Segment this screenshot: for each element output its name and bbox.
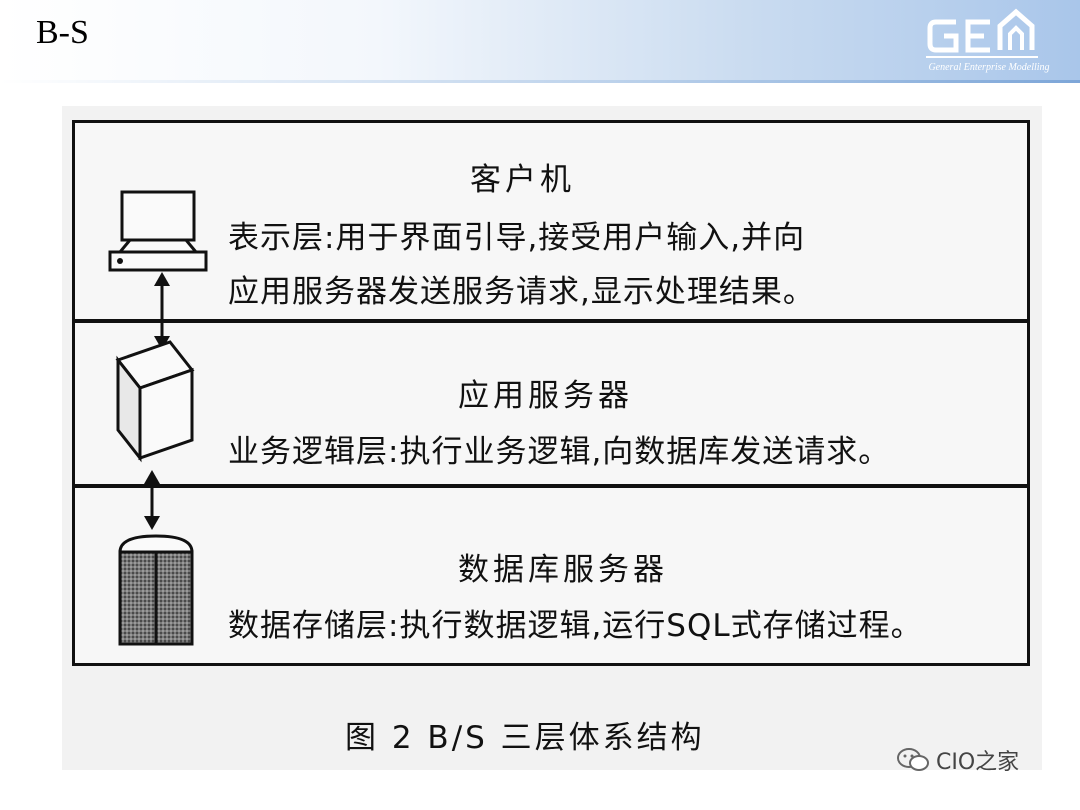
slide-header — [0, 0, 1080, 82]
watermark: CIO之家 — [896, 744, 1019, 776]
database-server-icon — [118, 534, 194, 646]
layer-icons — [108, 190, 208, 646]
arrow-client-app — [154, 272, 170, 350]
wechat-icon — [897, 748, 929, 771]
layer-divider-1 — [72, 319, 1030, 323]
gem-logo-icon — [926, 8, 1038, 58]
header-divider — [0, 80, 1080, 83]
client-layer-line-2: 应用服务器发送服务请求,显示处理结果。 — [228, 274, 815, 310]
architecture-frame — [72, 120, 1030, 666]
app-layer-title: 应用服务器 — [458, 378, 633, 414]
client-layer-line-1: 表示层:用于界面引导,接受用户输入,并向 — [228, 220, 806, 256]
db-layer-line-1: 数据存储层:执行数据逻辑,运行SQL式存储过程。 — [228, 608, 923, 644]
arrow-app-db — [144, 470, 160, 530]
client-layer-title: 客户机 — [470, 162, 575, 198]
slide-title: B-S — [36, 14, 89, 51]
db-layer-title: 数据库服务器 — [458, 552, 668, 588]
application-server-icon — [115, 340, 195, 463]
logo-caption: General Enterprise Modelling — [928, 62, 1050, 73]
client-computer-icon — [108, 190, 208, 272]
gem-logo: General Enterprise Modelling — [912, 8, 1066, 80]
watermark-text: CIO之家 — [936, 750, 1020, 775]
layer-divider-2 — [72, 484, 1030, 488]
app-layer-line-1: 业务逻辑层:执行业务逻辑,向数据库发送请求。 — [228, 434, 891, 470]
figure-caption: 图 2 B/S 三层体系结构 — [345, 720, 705, 756]
